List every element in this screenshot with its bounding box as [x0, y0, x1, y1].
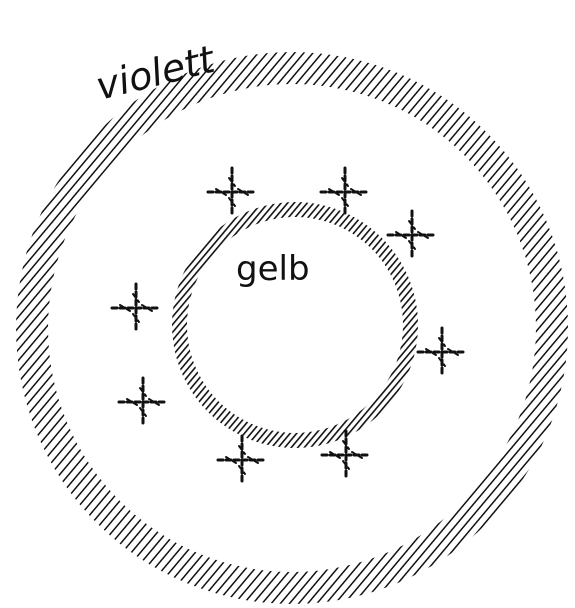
label-gelb: gelb — [236, 249, 310, 289]
